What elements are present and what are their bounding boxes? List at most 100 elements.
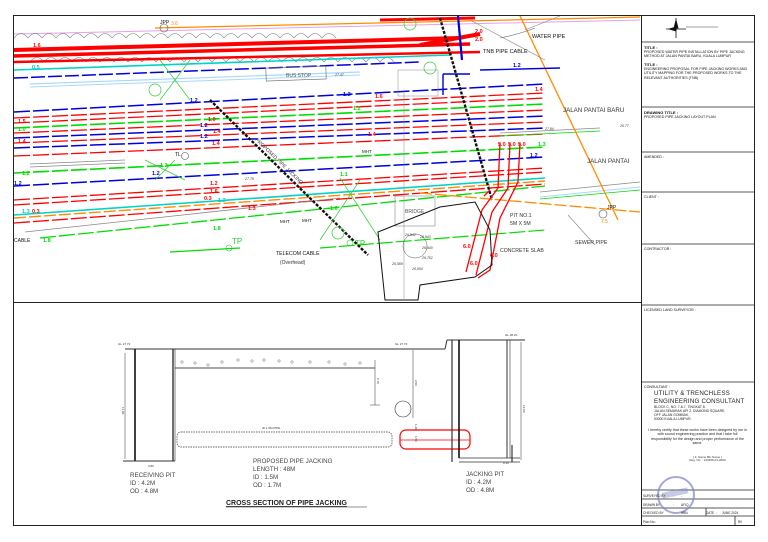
blue-line-top bbox=[14, 61, 421, 79]
spot-level: 27.79 bbox=[244, 177, 254, 181]
label-tnb-pipe-cable: TNB PIPE CABLE bbox=[483, 49, 528, 55]
utility-lines bbox=[14, 83, 546, 253]
concrete-slab-outline bbox=[377, 201, 493, 301]
depth-red: 1.4 bbox=[18, 139, 27, 145]
blue-vertical bbox=[456, 16, 464, 61]
depth-red: 1.6 bbox=[210, 189, 218, 195]
drawing-title-head: DRAWING TITLE : bbox=[644, 110, 678, 115]
proposed-od: OD : 1.7M bbox=[253, 482, 281, 489]
engineer-stamp-icon bbox=[657, 476, 695, 514]
spot-level: 27.84 bbox=[544, 127, 554, 131]
cyan-line-top bbox=[14, 54, 451, 71]
tl-circle bbox=[181, 152, 189, 160]
depth-red: 1.4 bbox=[368, 132, 377, 138]
depth-red: 5.0 bbox=[498, 142, 506, 148]
depth-blue: 1.2 bbox=[200, 123, 208, 129]
title2-text: ENGINEERING PROPOSAL FOR PIPE JACKING WO… bbox=[644, 66, 748, 80]
spot-level: 27.47 bbox=[334, 73, 345, 77]
spot-level: 26,752 bbox=[421, 256, 433, 260]
receiving-pit-name: RECEIVING PIT bbox=[130, 472, 176, 479]
tnb-cable-2 bbox=[14, 42, 471, 58]
bus-stop-outline-2 bbox=[397, 69, 439, 97]
light-blue-line bbox=[29, 71, 361, 85]
spot-level: 26,589 bbox=[391, 262, 403, 266]
checked-by-value: HBN bbox=[681, 511, 688, 515]
proposed-id: ID : 1.5M bbox=[253, 474, 278, 481]
label-water-pipe: WATER PIPE bbox=[532, 34, 566, 40]
depth-cyan: 1.2 bbox=[218, 198, 226, 204]
tnb-cable-3 bbox=[14, 50, 481, 64]
label-jalan-pantai-baru: JALAN PANTAI BARU bbox=[563, 107, 624, 114]
spot-level: 26,940 bbox=[421, 246, 433, 250]
existing-pipe-circle bbox=[394, 400, 412, 418]
contractor-head: CONTRACTOR : bbox=[644, 247, 672, 251]
label-tp-2: TP bbox=[355, 239, 365, 248]
depth-green: 1.1 bbox=[340, 172, 348, 178]
section-title: CROSS SECTION OF PIPE JACKING bbox=[226, 500, 348, 507]
light-blue-line-2 bbox=[29, 74, 361, 88]
tree-symbols bbox=[144, 17, 437, 241]
depth-red: 0.3 bbox=[32, 209, 40, 215]
licensed-surveyor-cell: LICENSED LAND SURVEYOR : bbox=[641, 306, 754, 380]
section-dim-d: 1.50 bbox=[414, 436, 418, 442]
drawing-title-cell: DRAWING TITLE : PROPOSED PIPE JACKING LA… bbox=[641, 108, 754, 152]
depth-red: 0.3 bbox=[204, 196, 212, 202]
label-jalan-pantai: JALAN PANTAI bbox=[587, 158, 630, 165]
section-dim-c: 1.20 bbox=[414, 424, 418, 430]
label-jpp-right-depth: 7.5 bbox=[601, 219, 608, 225]
tp-circle-2 bbox=[346, 239, 354, 247]
pit-cables bbox=[465, 142, 521, 279]
depth-green: 1.2 bbox=[160, 163, 168, 169]
separator: : bbox=[673, 511, 674, 515]
depth-red: 6.0 bbox=[470, 261, 478, 267]
consultant-address-3: OFF JALAN GOMBAK, bbox=[654, 413, 690, 418]
label-mht-2: MHT bbox=[302, 218, 312, 223]
surveyed-by-value: - bbox=[681, 493, 683, 498]
depth-green: 1.0 bbox=[18, 127, 26, 133]
separator: : bbox=[673, 502, 674, 507]
depth-red: 5.0 bbox=[508, 142, 516, 148]
signatory: ( Ir. Name Bin Name ) bbox=[692, 454, 722, 459]
depth-green: 1.3 bbox=[538, 142, 546, 148]
proposed-pipe-jacking-line bbox=[209, 99, 369, 256]
proposed-name: PROPOSED PIPE JACKING bbox=[253, 458, 333, 465]
consultant-address-4: 53000 KUALA LUMPUR. bbox=[654, 417, 692, 422]
depth-red: 2.0 bbox=[475, 37, 483, 43]
date-value: JUNE 2024 bbox=[722, 511, 739, 515]
section-right-depth: 12.00 bbox=[522, 405, 526, 413]
depth-blue: 1.2 bbox=[513, 63, 521, 69]
signoff-rows: SURVEYED BY : - DRAWN BY : AFIQ CHECKED … bbox=[643, 491, 753, 526]
drawn-by-label: DRAWN BY bbox=[643, 502, 661, 507]
depth-green: 1.2 bbox=[22, 171, 30, 177]
depth-cyan: 0.5 bbox=[32, 65, 40, 71]
depth-red: 1.4 bbox=[535, 87, 544, 93]
label-jpp-top: JPP bbox=[160, 20, 170, 26]
section-mid-level: GL 27.70 bbox=[395, 342, 408, 346]
certification-text: I hereby certify that these works have b… bbox=[648, 427, 747, 446]
section-left-depth: 11.00 bbox=[121, 407, 125, 415]
depth-green: 1.8 bbox=[43, 238, 51, 244]
label-bus-stop: BUS STOP bbox=[286, 73, 312, 79]
label-mht-3: MHT bbox=[362, 149, 372, 154]
pit-circle bbox=[402, 233, 428, 259]
depth-green: 1.2 bbox=[353, 106, 361, 112]
pink-line bbox=[14, 19, 641, 35]
drawing-title-text: PROPOSED PIPE JACKING LAYOUT PLAN bbox=[644, 115, 716, 120]
jacking-pit-name: JACKING PIT bbox=[466, 471, 504, 478]
depth-red: 1.5 bbox=[18, 119, 26, 125]
spot-level: 26,942 bbox=[404, 233, 416, 237]
right-side-lines bbox=[419, 16, 641, 246]
client-head: CLIENT : bbox=[644, 195, 659, 199]
section-bottom-right: 0.30 bbox=[503, 461, 509, 465]
consultant-address-2: JALAN SEMARAK API 2, DIAMOND SQUARE, bbox=[654, 408, 726, 413]
spot-level: 26,943 bbox=[419, 235, 431, 239]
depth-red: 1.6 bbox=[33, 43, 41, 49]
plan-view: WATER PIPE TNB PIPE CABLE BUS STOP JALAN… bbox=[14, 16, 641, 301]
drawn-by-value: AFIQ bbox=[681, 502, 689, 507]
licensed-surveyor-head: LICENSED LAND SURVEYOR : bbox=[644, 308, 696, 312]
tnb-cable-4 bbox=[379, 16, 476, 22]
separator: : bbox=[716, 511, 717, 515]
title-block-titles: TITLE : PROPOSED WATER PIPE INSTALLATION… bbox=[641, 43, 754, 107]
surveyed-by-label: SURVEYED BY bbox=[643, 493, 666, 498]
